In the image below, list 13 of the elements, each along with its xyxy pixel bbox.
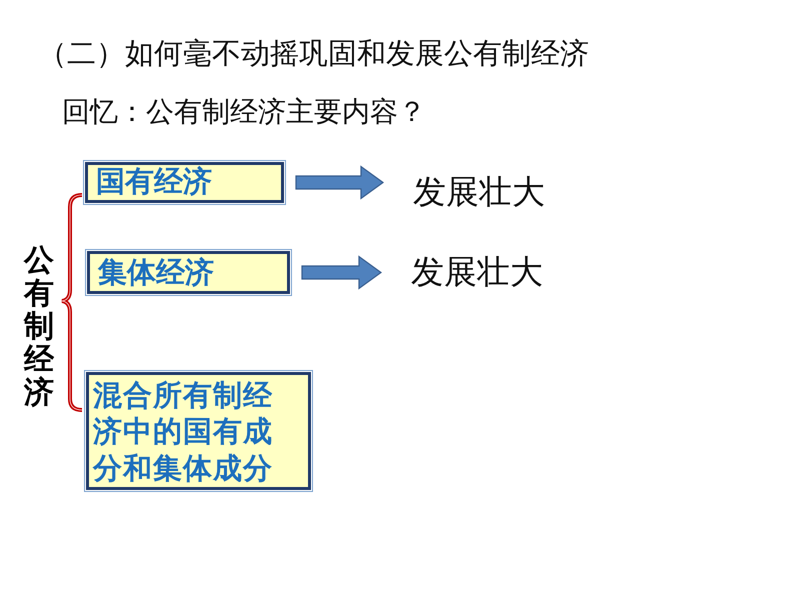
slide-title: （二）如何毫不动摇巩固和发展公有制经济	[38, 36, 589, 71]
concept-box	[83, 160, 286, 205]
block-arrow	[301, 255, 382, 290]
result-text: 发展壮大	[413, 174, 545, 210]
result-text: 发展壮大	[411, 254, 543, 290]
concept-box	[85, 249, 292, 296]
box-label: 集体经济	[98, 255, 214, 290]
box-label: 国有经济	[96, 164, 212, 199]
box-label: 混合所有制经济中的国有成分和集体成分	[93, 377, 274, 486]
concept-box	[84, 370, 313, 492]
vertical-heading: 公有制经济	[24, 244, 54, 409]
block-arrow	[295, 165, 384, 200]
question-text: 回忆：公有制经济主要内容？	[62, 95, 426, 129]
